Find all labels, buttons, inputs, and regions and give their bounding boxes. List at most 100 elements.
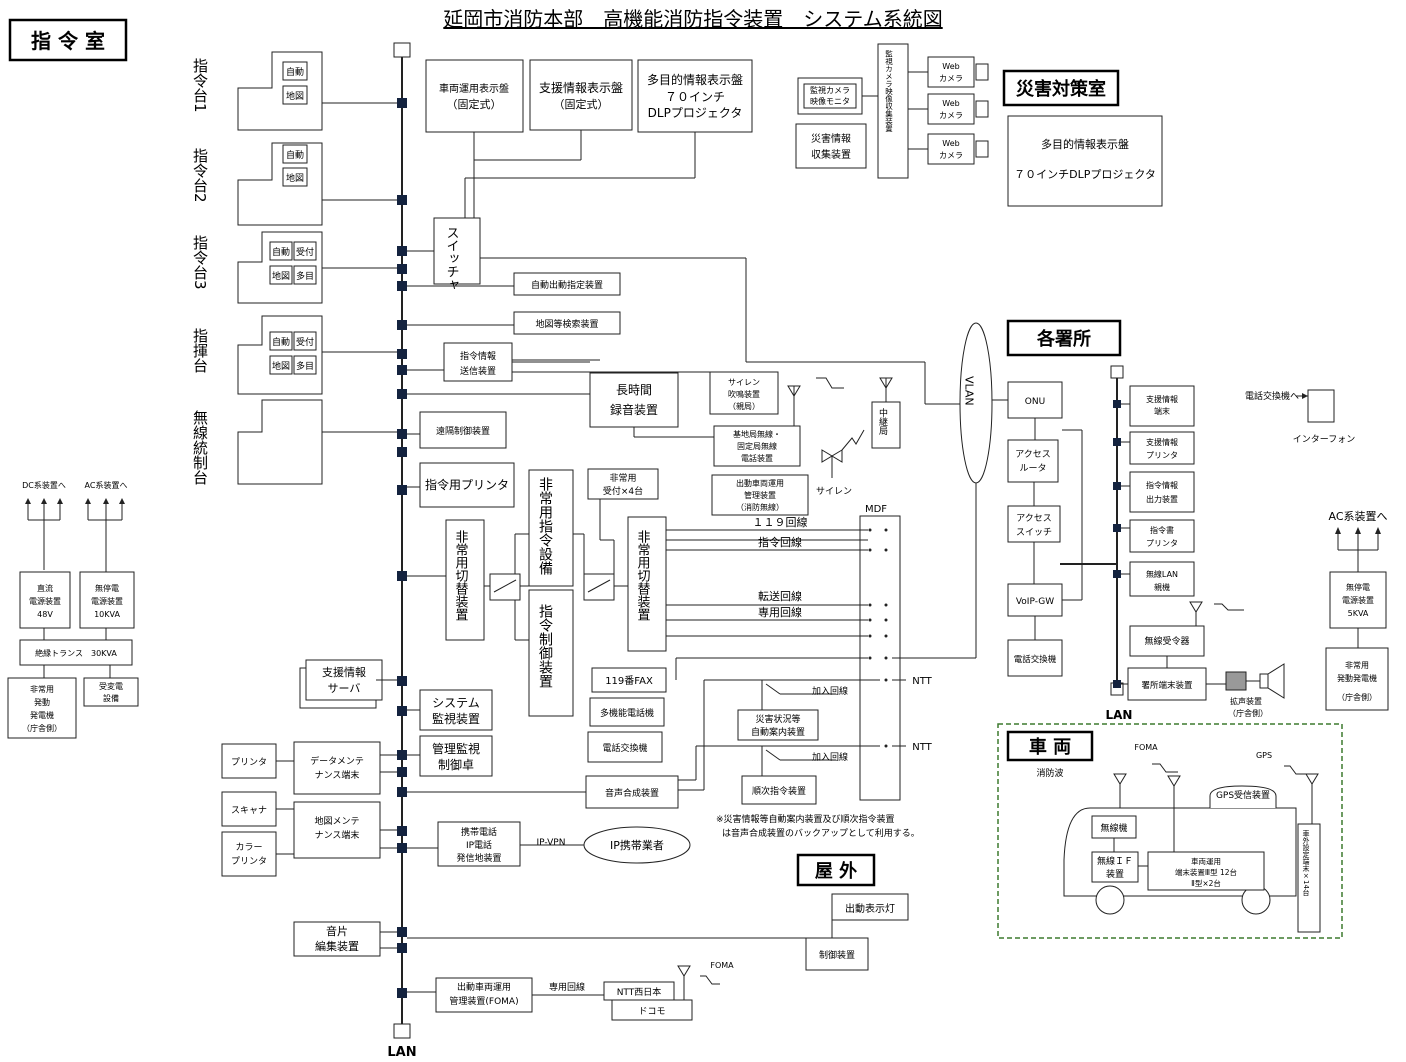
outdoor-control-label: 制御装置 — [819, 949, 855, 961]
access-switch-1: アクセス — [1016, 513, 1052, 524]
camera-links — [862, 71, 928, 150]
dispatch-foma-2: 管理装置(FOMA) — [449, 995, 518, 1007]
ups-left-3: 10KVA — [94, 610, 120, 619]
remote-control-label: 遠隔制御装置 — [436, 425, 490, 437]
management-console-2: 制御卓 — [438, 757, 474, 772]
vehicle-body — [1063, 785, 1297, 915]
fax-119: 119番FAX — [591, 667, 667, 693]
onu-label: ONU — [1025, 397, 1045, 407]
camera-collector: 監視カメラ映像収集装置 — [877, 43, 909, 179]
radio-if-1: 無線ＩＦ — [1097, 855, 1133, 867]
camera-monitor-2: 映像モニタ — [810, 96, 850, 106]
voice-synth-label: 音声合成装置 — [605, 787, 659, 799]
vehicle-radio-label: 無線機 — [1100, 822, 1127, 834]
station-links-b — [1121, 403, 1260, 685]
support-server-1: 支援情報 — [322, 665, 366, 679]
cmd-info-send-1: 指令情報 — [460, 350, 496, 362]
voip-gateway-label: VoIP-GW — [1016, 597, 1054, 607]
camera-collector-label: 監視カメラ映像収集装置 — [884, 49, 893, 133]
ups-right-3: 5KVA — [1348, 609, 1369, 618]
right-power-arrowheads — [1335, 527, 1381, 534]
mdf: MDF — [859, 504, 901, 801]
outdoor-control: 制御装置 — [805, 937, 869, 971]
foma-label-bottom: FOMA — [710, 961, 734, 970]
mdf-label: MDF — [865, 504, 887, 515]
support-printer-1: 支援情報 — [1146, 437, 1178, 447]
vehicle-links — [1113, 838, 1148, 867]
support-server-2: サーバ — [328, 682, 361, 695]
multi-display-line1: 多目的情報表示盤 — [647, 72, 743, 87]
substation-1: 受変電 — [99, 681, 123, 691]
section-outdoor: 屋 外 — [796, 853, 876, 887]
vehicle-gps-label: GPS — [1256, 751, 1272, 760]
section-stations-label: 各署所 — [1036, 328, 1091, 350]
foma-antenna-bottom — [677, 965, 691, 977]
emergency-command: 非常用指令設備 — [528, 469, 574, 587]
vehicle-display-line1: 車両運用表示盤 — [439, 82, 509, 95]
dispatch-manager-2: 管理装置 — [744, 490, 776, 500]
multi-function-phone-label: 多機能電話機 — [600, 707, 654, 719]
vehicle-terminal-1: 車両運用 — [1191, 856, 1221, 866]
dispatch-foma-1: 出動車両運用 — [457, 981, 511, 993]
generator-left-2: 発動 — [34, 698, 50, 707]
left-power-arrows — [27, 502, 123, 678]
ups-right-2: 電源装置 — [1342, 595, 1374, 605]
console-1-label: 指令台1 — [191, 58, 209, 113]
disaster-multi-display-1: 多目的情報表示盤 — [1041, 137, 1129, 151]
radio-receiver-label: 無線受令器 — [1144, 635, 1189, 647]
station-lan-nodes — [1113, 400, 1121, 688]
system-monitor-2: 監視装置 — [432, 711, 480, 726]
docomo: ドコモ — [611, 999, 693, 1021]
web-camera-2: Web カメラ — [927, 93, 989, 125]
cmd-info-send: 指令情報 送信装置 — [443, 342, 513, 382]
section-outdoor-label: 屋 外 — [815, 860, 857, 882]
emergency-command-label: 非常用指令設備 — [537, 477, 553, 575]
left-lower-links — [276, 679, 720, 1000]
note-line-1: ※災害情報等自動案内装置及び順次指令装置 — [716, 813, 895, 825]
speaker-device: 拡声装置 （庁舎側） — [1225, 663, 1285, 718]
siren-unit-3: （親局） — [728, 401, 760, 411]
station-radio-antenna — [1189, 601, 1203, 613]
map-search-label: 地図等検索装置 — [535, 318, 598, 330]
wlan-base: 無線LAN 親機 — [1129, 561, 1195, 597]
remote-control: 遠隔制御装置 — [419, 411, 507, 449]
map-search-unit: 地図等検索装置 — [513, 311, 621, 335]
dispatch-manager-1: 出動車両運用 — [736, 478, 784, 488]
support-display: 支援情報表示盤 （固定式） — [529, 59, 633, 131]
console-3-multi: 多目 — [296, 270, 314, 282]
disaster-guide-2: 自動案内装置 — [751, 726, 805, 738]
sound-editor-2: 編集装置 — [315, 939, 359, 953]
vehicle-antenna-heads — [1113, 773, 1319, 787]
switcher: スイッチャ — [433, 217, 481, 291]
note-line-2: は音声合成装置のバックアップとして利用する。 — [722, 827, 920, 839]
auto-dispatch-unit: 自動出動指定装置 — [513, 272, 621, 296]
emergency-switch-left-label: 非常用切替装置 — [453, 530, 469, 621]
dispatch-manager: 出動車両運用 管理装置 （消防無線） — [711, 474, 809, 516]
multi-display-line2: ７０インチ — [665, 90, 725, 104]
isolation-transformer-label: 絶縁トランス 30KVA — [35, 648, 117, 658]
emergency-reception: 非常用 受付×4台 — [587, 468, 659, 500]
long-recorder: 長時間 録音装置 — [589, 372, 679, 428]
printer-label: プリンタ — [231, 757, 267, 768]
console-command: 自動 受付 地図 多目 指揮台 — [191, 315, 323, 395]
sound-editor: 音片 編集装置 — [293, 921, 381, 957]
command-control-label: 指令制御装置 — [537, 604, 553, 688]
section-stations: 各署所 — [1006, 319, 1122, 357]
dc-supply-2: 電源装置 — [29, 596, 61, 606]
vehicle-frame — [997, 723, 1343, 939]
map-maintenance-1: 地図メンテ — [314, 815, 359, 827]
generator-left-3: 発電機 — [30, 710, 54, 720]
console-1-map: 地図 — [286, 90, 304, 102]
data-maintenance-2: ナンス端末 — [315, 769, 360, 781]
vehicle-display-line2: （固定式） — [447, 97, 502, 111]
mobile-ip-1: 携帯電話 — [461, 826, 497, 838]
emergency-links — [407, 499, 628, 641]
cmd-printer: 指令用プリンタ — [419, 462, 515, 508]
section-vehicle: 車 両 — [1006, 730, 1094, 762]
vehicle-antennas — [1119, 763, 1313, 852]
line-command: 指令回線 — [758, 535, 802, 549]
station-cmd-printer-1: 指令書 — [1150, 525, 1174, 535]
join-line-2: 加入回線 — [812, 751, 848, 763]
base-radio-2: 固定局無線 — [737, 441, 777, 451]
